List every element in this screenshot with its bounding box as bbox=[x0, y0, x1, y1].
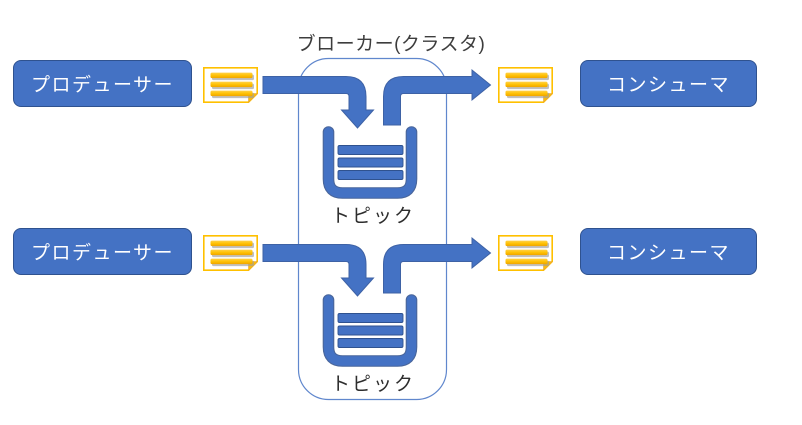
message-icon bbox=[497, 235, 554, 272]
message-icon bbox=[203, 67, 259, 103]
producer-node-1: プロデューサー bbox=[13, 60, 192, 107]
consumer-node-2: コンシューマ bbox=[580, 228, 757, 275]
producer-node-2: プロデューサー bbox=[13, 228, 192, 275]
message-icon bbox=[203, 235, 259, 272]
producer-to-topic-and-topic-to-consumer-arrows-row1 bbox=[262, 69, 491, 129]
producer-to-topic-and-topic-to-consumer-arrows-row2 bbox=[262, 237, 491, 297]
message-icon bbox=[497, 67, 554, 103]
topic-queue-icon bbox=[329, 132, 412, 193]
topic-queue-icon bbox=[329, 300, 412, 361]
broker-cluster-boundary bbox=[297, 57, 448, 401]
consumer-node-1: コンシューマ bbox=[580, 60, 757, 107]
topic-label-2: トピック bbox=[330, 374, 415, 395]
topic-label-1: トピック bbox=[330, 206, 415, 227]
broker-cluster-title: ブローカー(クラスタ) bbox=[296, 34, 486, 55]
